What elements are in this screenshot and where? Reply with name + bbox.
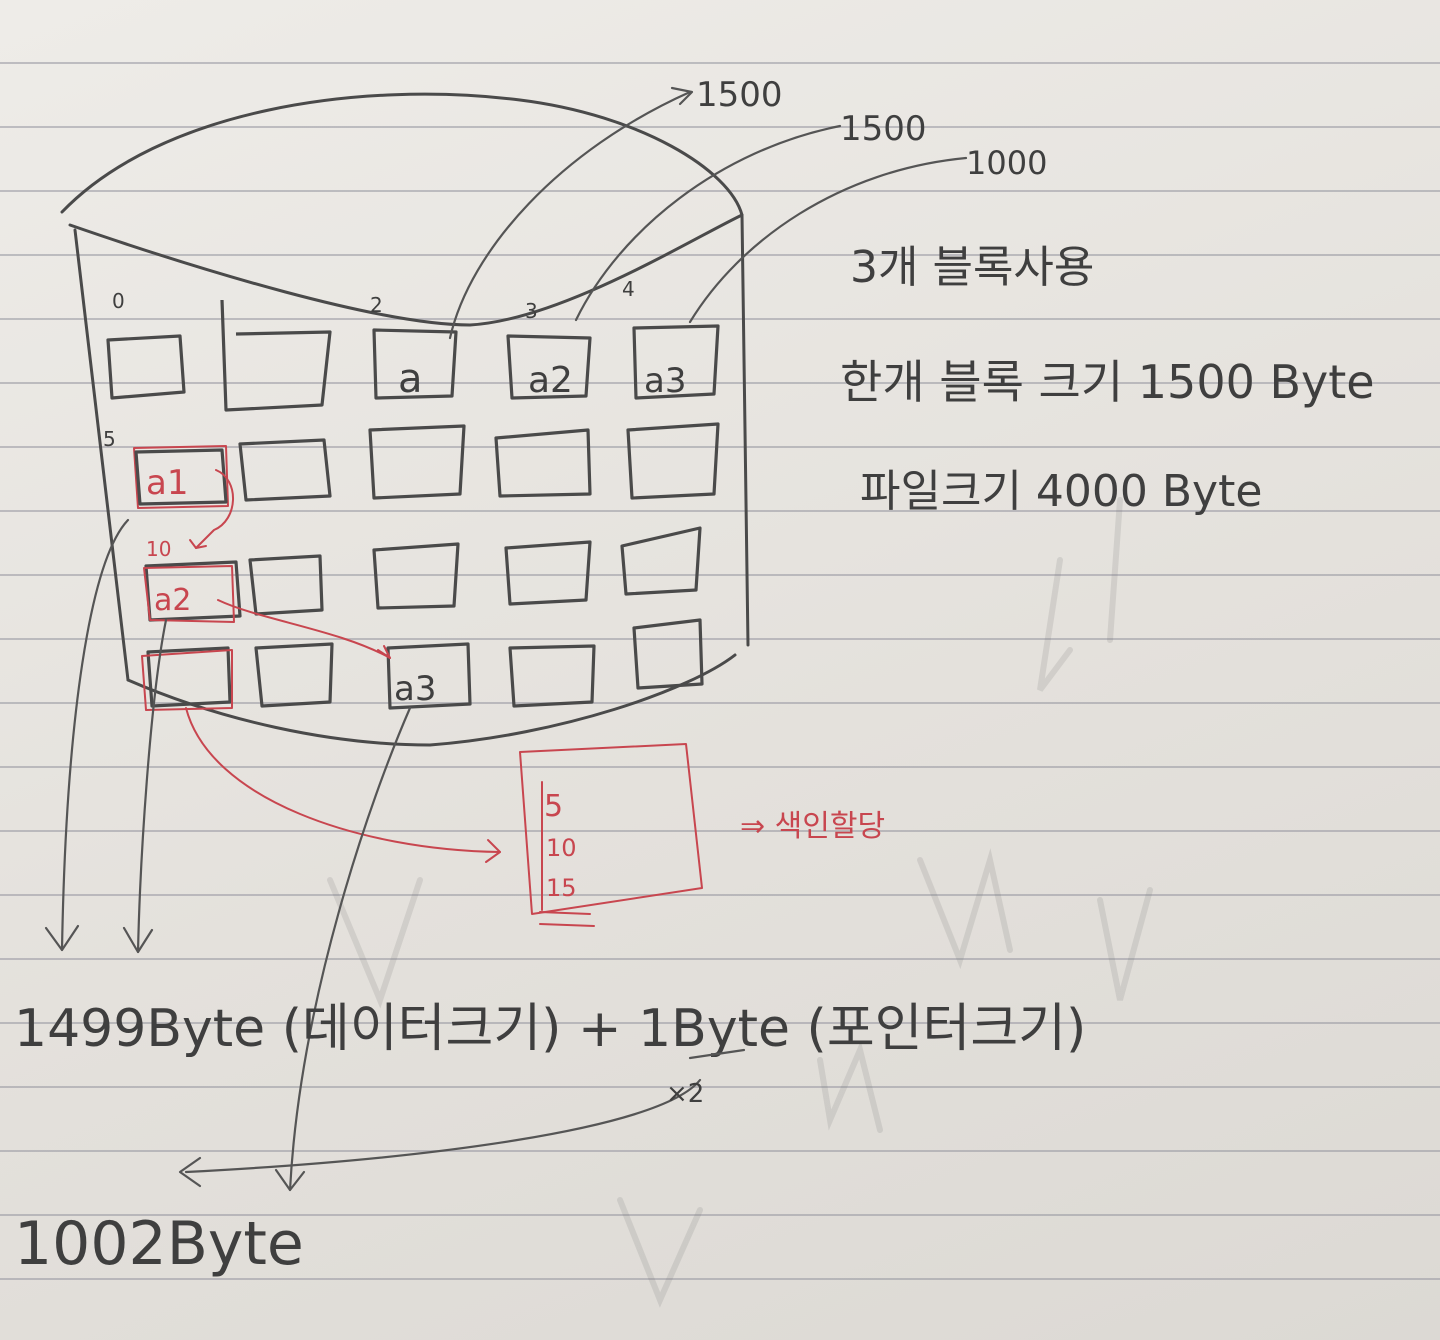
down-arrows [44,518,702,1192]
block-numbers: 0 2 3 4 5 [103,277,635,451]
block-9 [626,422,720,500]
index-entry-15: 15 [546,874,577,902]
block-14 [620,526,702,596]
block-number-10: 10 [146,537,171,561]
block-15-red-outline [141,649,233,711]
index-block: 5 10 15 ⇒ 색인할당 [519,743,885,927]
block-label-a2-red: a2 [154,583,191,618]
size-label-a3: 1000 [966,144,1047,182]
formula-line: 1499Byte (데이터크기) + 1Byte (포인터크기) [14,999,1086,1059]
block-number-2: 2 [370,293,383,317]
size-label-a1: 1500 [696,75,783,115]
block-15 [146,646,232,708]
block-label-a3-bottom: a3 [394,669,436,709]
pointer-chain [189,469,391,659]
block-number-4: 4 [622,277,635,301]
disk-cylinder [60,92,750,747]
bottom-formula: 1499Byte (데이터크기) + 1Byte (포인터크기) ×2 1002… [14,999,1086,1279]
block-19 [632,618,704,690]
block-16 [254,642,334,708]
top-size-arrows: 1500 1500 1000 [448,75,1047,340]
block-3 [506,334,592,400]
index-block-arrow [185,707,501,863]
block-number-3: 3 [525,299,538,323]
block-1 [220,299,332,412]
block-17 [386,642,472,710]
block-label-a: a [398,356,423,402]
block-12 [372,542,460,610]
index-entry-5: 5 [544,789,563,824]
block-label-a1: a1 [146,463,188,503]
block-5 [134,448,228,506]
block-row-4: a3 [141,618,704,711]
right-notes: 3개 블록사용 한개 블록 크기 1500 Byte 파일크기 4000 Byt… [840,242,1375,517]
block-row-3: 10 a2 [143,526,702,623]
block-5-red-outline [133,445,229,509]
block-row-1: a a2 a3 [106,299,720,412]
block-0 [106,334,186,400]
block-7 [368,424,466,500]
block-13 [504,540,592,606]
index-entry-10: 10 [546,834,577,862]
block-label-a3: a3 [644,361,686,401]
block-18 [508,644,596,708]
block-number-5: 5 [103,427,116,451]
block-number-0: 0 [112,289,125,313]
block-8 [494,428,592,498]
block-10-red-outline [143,565,235,623]
blocks-used-note: 3개 블록사용 [850,242,1094,293]
file-size-note: 파일크기 4000 Byte [860,466,1262,517]
block-11 [248,554,324,616]
block-4 [632,324,720,400]
multiplier-label: ×2 [666,1079,704,1109]
block-row-2: a1 [133,422,720,509]
bleed-through-marks [327,497,1153,1308]
result-label: 1002Byte [14,1209,304,1279]
indexed-allocation-label: ⇒ 색인할당 [740,809,885,844]
block-size-note: 한개 블록 크기 1500 Byte [840,355,1375,409]
size-label-a2: 1500 [840,109,927,149]
block-label-a2: a2 [528,360,573,401]
index-block-outline [519,743,703,915]
block-2 [372,328,458,400]
block-6 [238,438,332,502]
